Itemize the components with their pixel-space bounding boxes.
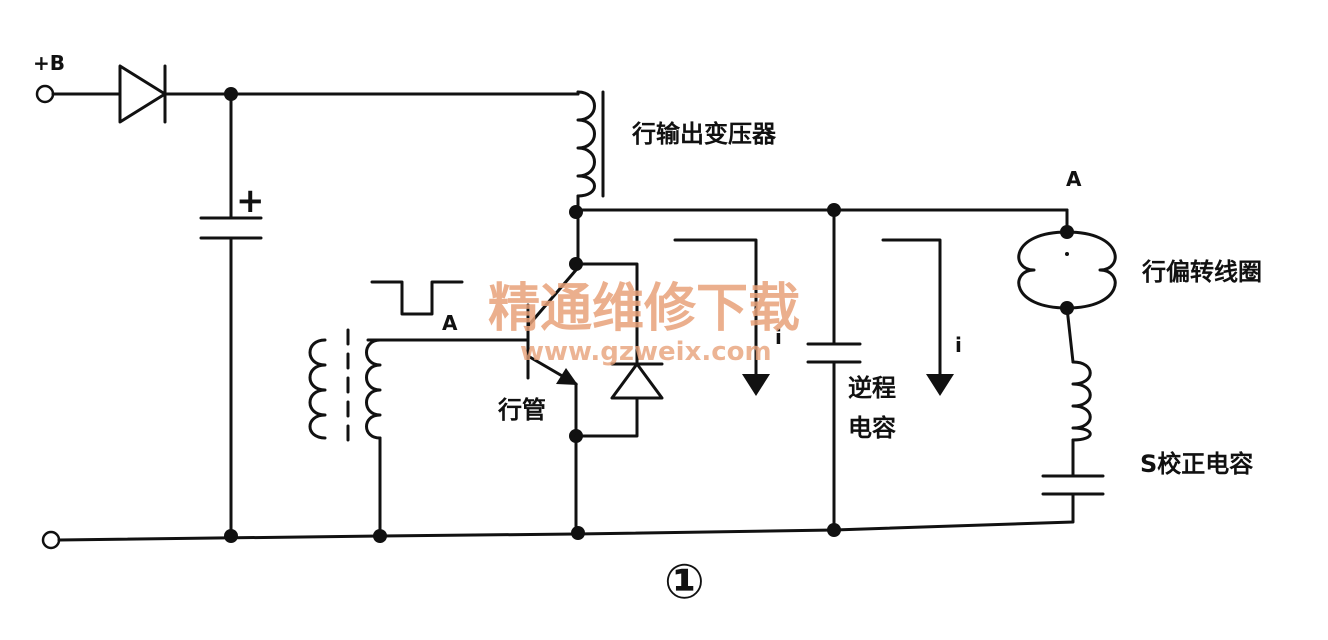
junction-bottom-driver: [373, 529, 387, 543]
supply-label: +B: [33, 51, 65, 75]
wire-s-cap-return: [832, 492, 1075, 532]
current-mid-label: i: [775, 325, 782, 349]
transformer-label: 行输出变压器: [631, 120, 777, 148]
point-a-left-label: A: [442, 311, 458, 335]
current-arrow-mid: [673, 238, 758, 380]
retrace-cap-label-2: 电容: [848, 414, 896, 442]
linearity-coil: [1071, 360, 1092, 442]
retrace-capacitor: [806, 342, 862, 364]
watermark-url: www.gzweix.com: [520, 337, 772, 367]
current-arrow-right: [881, 238, 942, 380]
series-diode: [118, 64, 167, 124]
damper-diode: [610, 362, 664, 400]
current-right-label: i: [955, 333, 962, 357]
transistor-label: 行管: [497, 396, 546, 424]
wire-damper-bottom: [574, 396, 639, 438]
filter-capacitor: [199, 216, 263, 240]
retrace-cap-label-1: 逆程: [848, 374, 896, 402]
s-correction-capacitor: [1041, 474, 1105, 496]
yoke-label: 行偏转线圈: [1141, 258, 1262, 286]
supply-terminal: [35, 84, 55, 104]
junction-bottom-retrace: [827, 523, 841, 537]
junction-bottom-emitter: [571, 526, 585, 540]
deflection-yoke: [1017, 230, 1117, 310]
current-arrow-mid-head: [742, 374, 770, 396]
point-a-right-label: A: [1066, 167, 1082, 191]
drive-pulse-waveform: [370, 280, 464, 316]
wire-damper-top: [574, 262, 639, 366]
junction-collector-rail: [569, 205, 583, 219]
s-cap-label: S校正电容: [1140, 450, 1253, 478]
wire-yoke-to-linearity: [1065, 306, 1075, 364]
cap-plus-label: +: [236, 181, 265, 221]
junction-bottom-filter: [224, 529, 238, 543]
watermark-title: 精通维修下载: [488, 279, 800, 339]
current-arrow-right-head: [926, 374, 954, 396]
ground-terminal: [41, 530, 61, 550]
figure-number: ①: [664, 554, 705, 610]
driver-transformer: [308, 328, 382, 444]
flyback-transformer: [576, 90, 605, 198]
wire-bottom-rail: [57, 528, 836, 542]
